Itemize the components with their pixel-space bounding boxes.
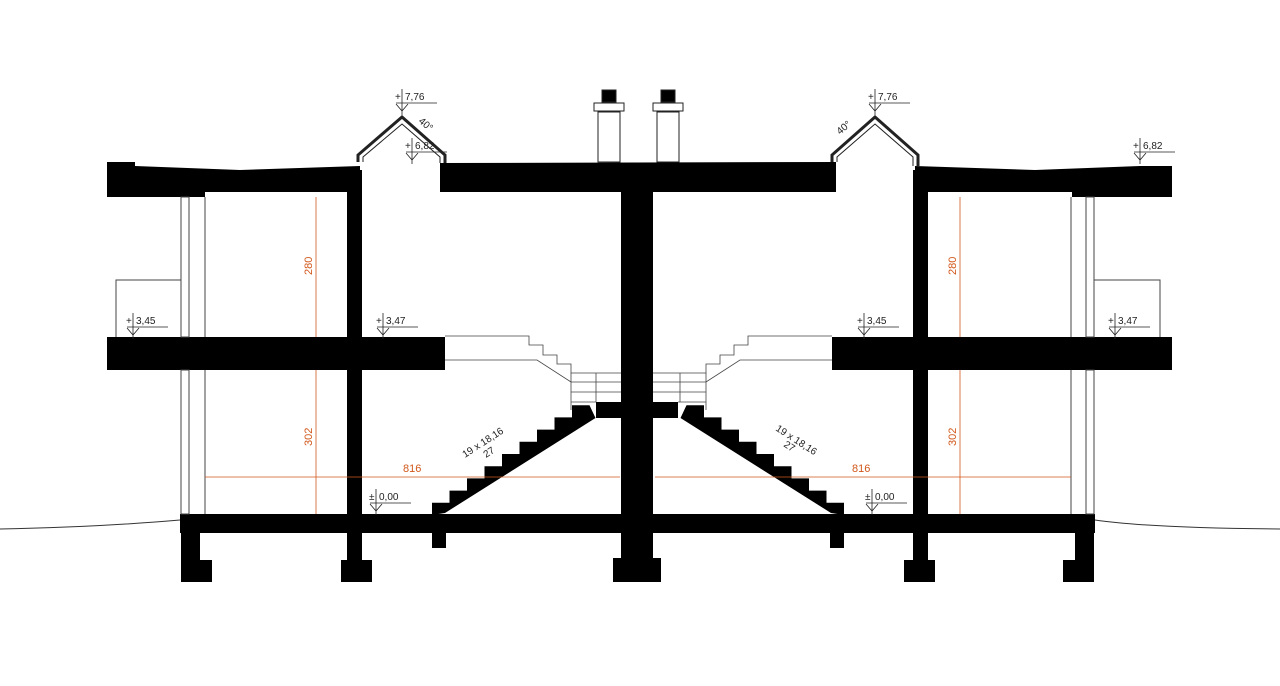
level-marker-symbol [865, 489, 907, 515]
level-marker-symbol [126, 313, 168, 339]
level-left-balcony: 3,45 [136, 316, 156, 327]
level-marker-symbol [376, 313, 418, 339]
dim-left-lower-height: 302 [303, 428, 315, 446]
level-right-floor: 3,45 [867, 316, 887, 327]
window-left-upper [180, 196, 190, 338]
level-right-eave: 6,82 [1143, 141, 1163, 152]
footing [341, 560, 372, 582]
outer-wall-left-base [181, 530, 200, 565]
level-marker-symbol [868, 89, 910, 115]
level-sign: ± [865, 492, 871, 503]
window-left-lower [180, 369, 190, 515]
stair-footing [830, 530, 844, 548]
structure [107, 162, 1172, 582]
interior-wall-right [913, 170, 928, 565]
footing [904, 560, 935, 582]
stair-spec-right: 19 x 18,16 [773, 423, 819, 458]
outer-wall-right-base [1075, 530, 1094, 565]
dim-right-width: 816 [852, 463, 870, 475]
level-marker-symbol [1133, 138, 1175, 164]
dormer-left [356, 115, 447, 163]
footing [181, 560, 212, 582]
stair-landing-left [596, 402, 622, 418]
window-right-upper [1085, 196, 1095, 338]
level-sign: + [376, 316, 382, 327]
stair-flight-right [680, 405, 844, 515]
level-sign: + [126, 316, 132, 327]
dormers [356, 114, 920, 166]
level-right-ridge: 7,76 [878, 92, 898, 103]
level-sign: + [868, 92, 874, 103]
level-sign: ± [369, 492, 375, 503]
window-right-lower [1085, 369, 1095, 515]
dim-left-width: 816 [403, 463, 421, 475]
roof-angle-right: 40° [835, 119, 854, 137]
level-marker-symbol [395, 89, 437, 115]
roof-slab-right [915, 166, 1172, 197]
level-left-eave: 6,82 [415, 141, 435, 152]
level-marker-symbol [857, 313, 899, 339]
footing [1063, 560, 1094, 582]
level-marker-symbol [369, 489, 411, 515]
upper-stair-outlines [445, 335, 832, 410]
level-right-ground: 0,00 [875, 492, 895, 503]
balcony-railing-left [115, 279, 181, 337]
level-left-ground: 0,00 [379, 492, 399, 503]
level-sign: + [1108, 316, 1114, 327]
chimneys [593, 89, 684, 163]
roof-slab-left [107, 162, 360, 197]
dimension-lines [205, 197, 1071, 514]
chimney-left [593, 89, 625, 163]
level-left-ridge: 7,76 [405, 92, 425, 103]
dim-left-upper-height: 280 [303, 257, 315, 275]
level-marker-symbol [1108, 313, 1150, 339]
level-sign: + [405, 141, 411, 152]
stair-landing-right [652, 402, 678, 418]
central-column [621, 165, 653, 565]
windows [115, 196, 1161, 515]
level-marker-symbol [405, 138, 447, 164]
dormer-right [830, 114, 920, 166]
level-sign: + [1133, 141, 1139, 152]
dim-right-lower-height: 302 [947, 428, 959, 446]
balcony-railing-right [1094, 279, 1161, 337]
interior-wall-left [347, 170, 362, 565]
ground-line-right [1094, 519, 1280, 530]
floor-slab-right [832, 337, 1172, 370]
stair-flight-left [432, 405, 596, 515]
level-right-balcony: 3,47 [1118, 316, 1138, 327]
chimney-right [652, 89, 684, 163]
ground-line-left [0, 519, 181, 530]
stair-footing [432, 530, 446, 548]
level-sign: + [857, 316, 863, 327]
floor-slab-left [107, 337, 445, 370]
level-sign: + [395, 92, 401, 103]
dim-right-upper-height: 280 [947, 257, 959, 275]
footing [613, 558, 661, 582]
level-left-floor: 3,47 [386, 316, 406, 327]
